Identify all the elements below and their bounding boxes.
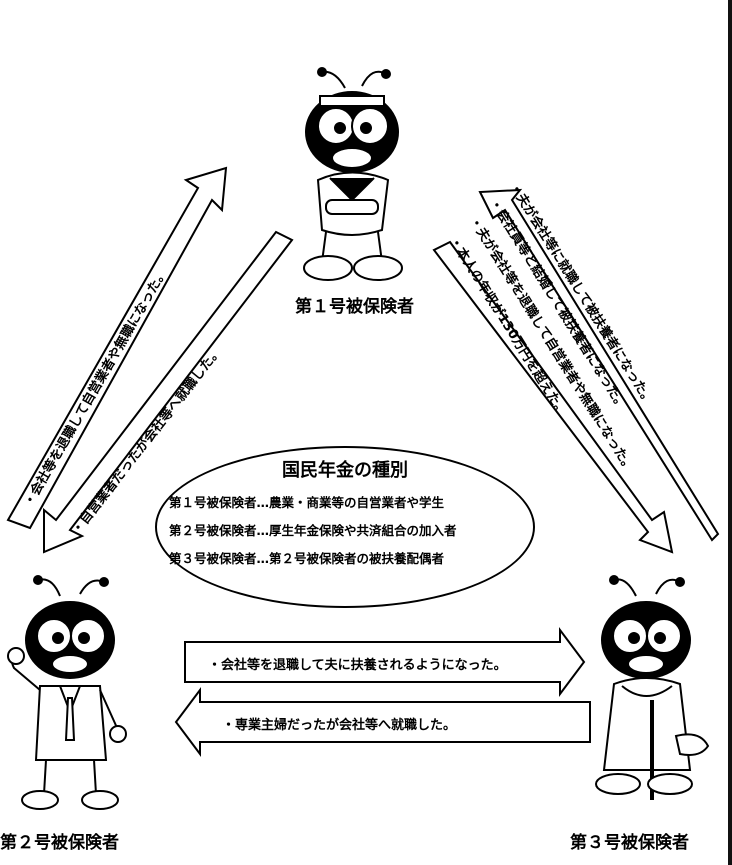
arrow-up-left-shape: [478, 188, 720, 542]
arrow-left-shape: [174, 687, 591, 757]
pension-types-title: 国民年金の種別: [282, 460, 408, 481]
definition-third: 第３号被保険者…第２号被保険者の被扶養配偶者: [169, 551, 445, 566]
page-edge-border: [728, 0, 732, 865]
bottom-arrows: [174, 627, 591, 757]
label-second-insured: 第２号被保険者: [0, 833, 119, 853]
bottom-arrow-text-right: ・会社等を退職して夫に扶養されるようになった。: [208, 658, 507, 673]
pension-types-ellipse: 国民年金の種別 第１号被保険者…農業・商業等の自営業者や学生 第２号被保険者…厚…: [155, 446, 535, 608]
arrow-up-right-shape: [6, 166, 228, 530]
definition-second: 第２号被保険者…厚生年金保険や共済組合の加入者: [169, 523, 457, 538]
mascot-right: [595, 575, 710, 800]
left-double-arrow: [6, 166, 294, 554]
arrow-down-left-shape: [43, 230, 294, 554]
label-third-insured: 第３号被保険者: [570, 833, 689, 853]
arrow-right-shape: [184, 627, 586, 697]
arrow-down-right-shape: [432, 240, 674, 554]
right-double-arrow: [432, 188, 720, 554]
label-first-insured: 第１号被保険者: [295, 297, 414, 317]
mascot-top: [303, 67, 403, 281]
definition-first: 第１号被保険者…農業・商業等の自営業者や学生: [169, 495, 445, 510]
bottom-arrow-text-left: ・専業主婦だったが会社等へ就職した。: [222, 718, 457, 733]
mascot-left: [7, 575, 127, 810]
